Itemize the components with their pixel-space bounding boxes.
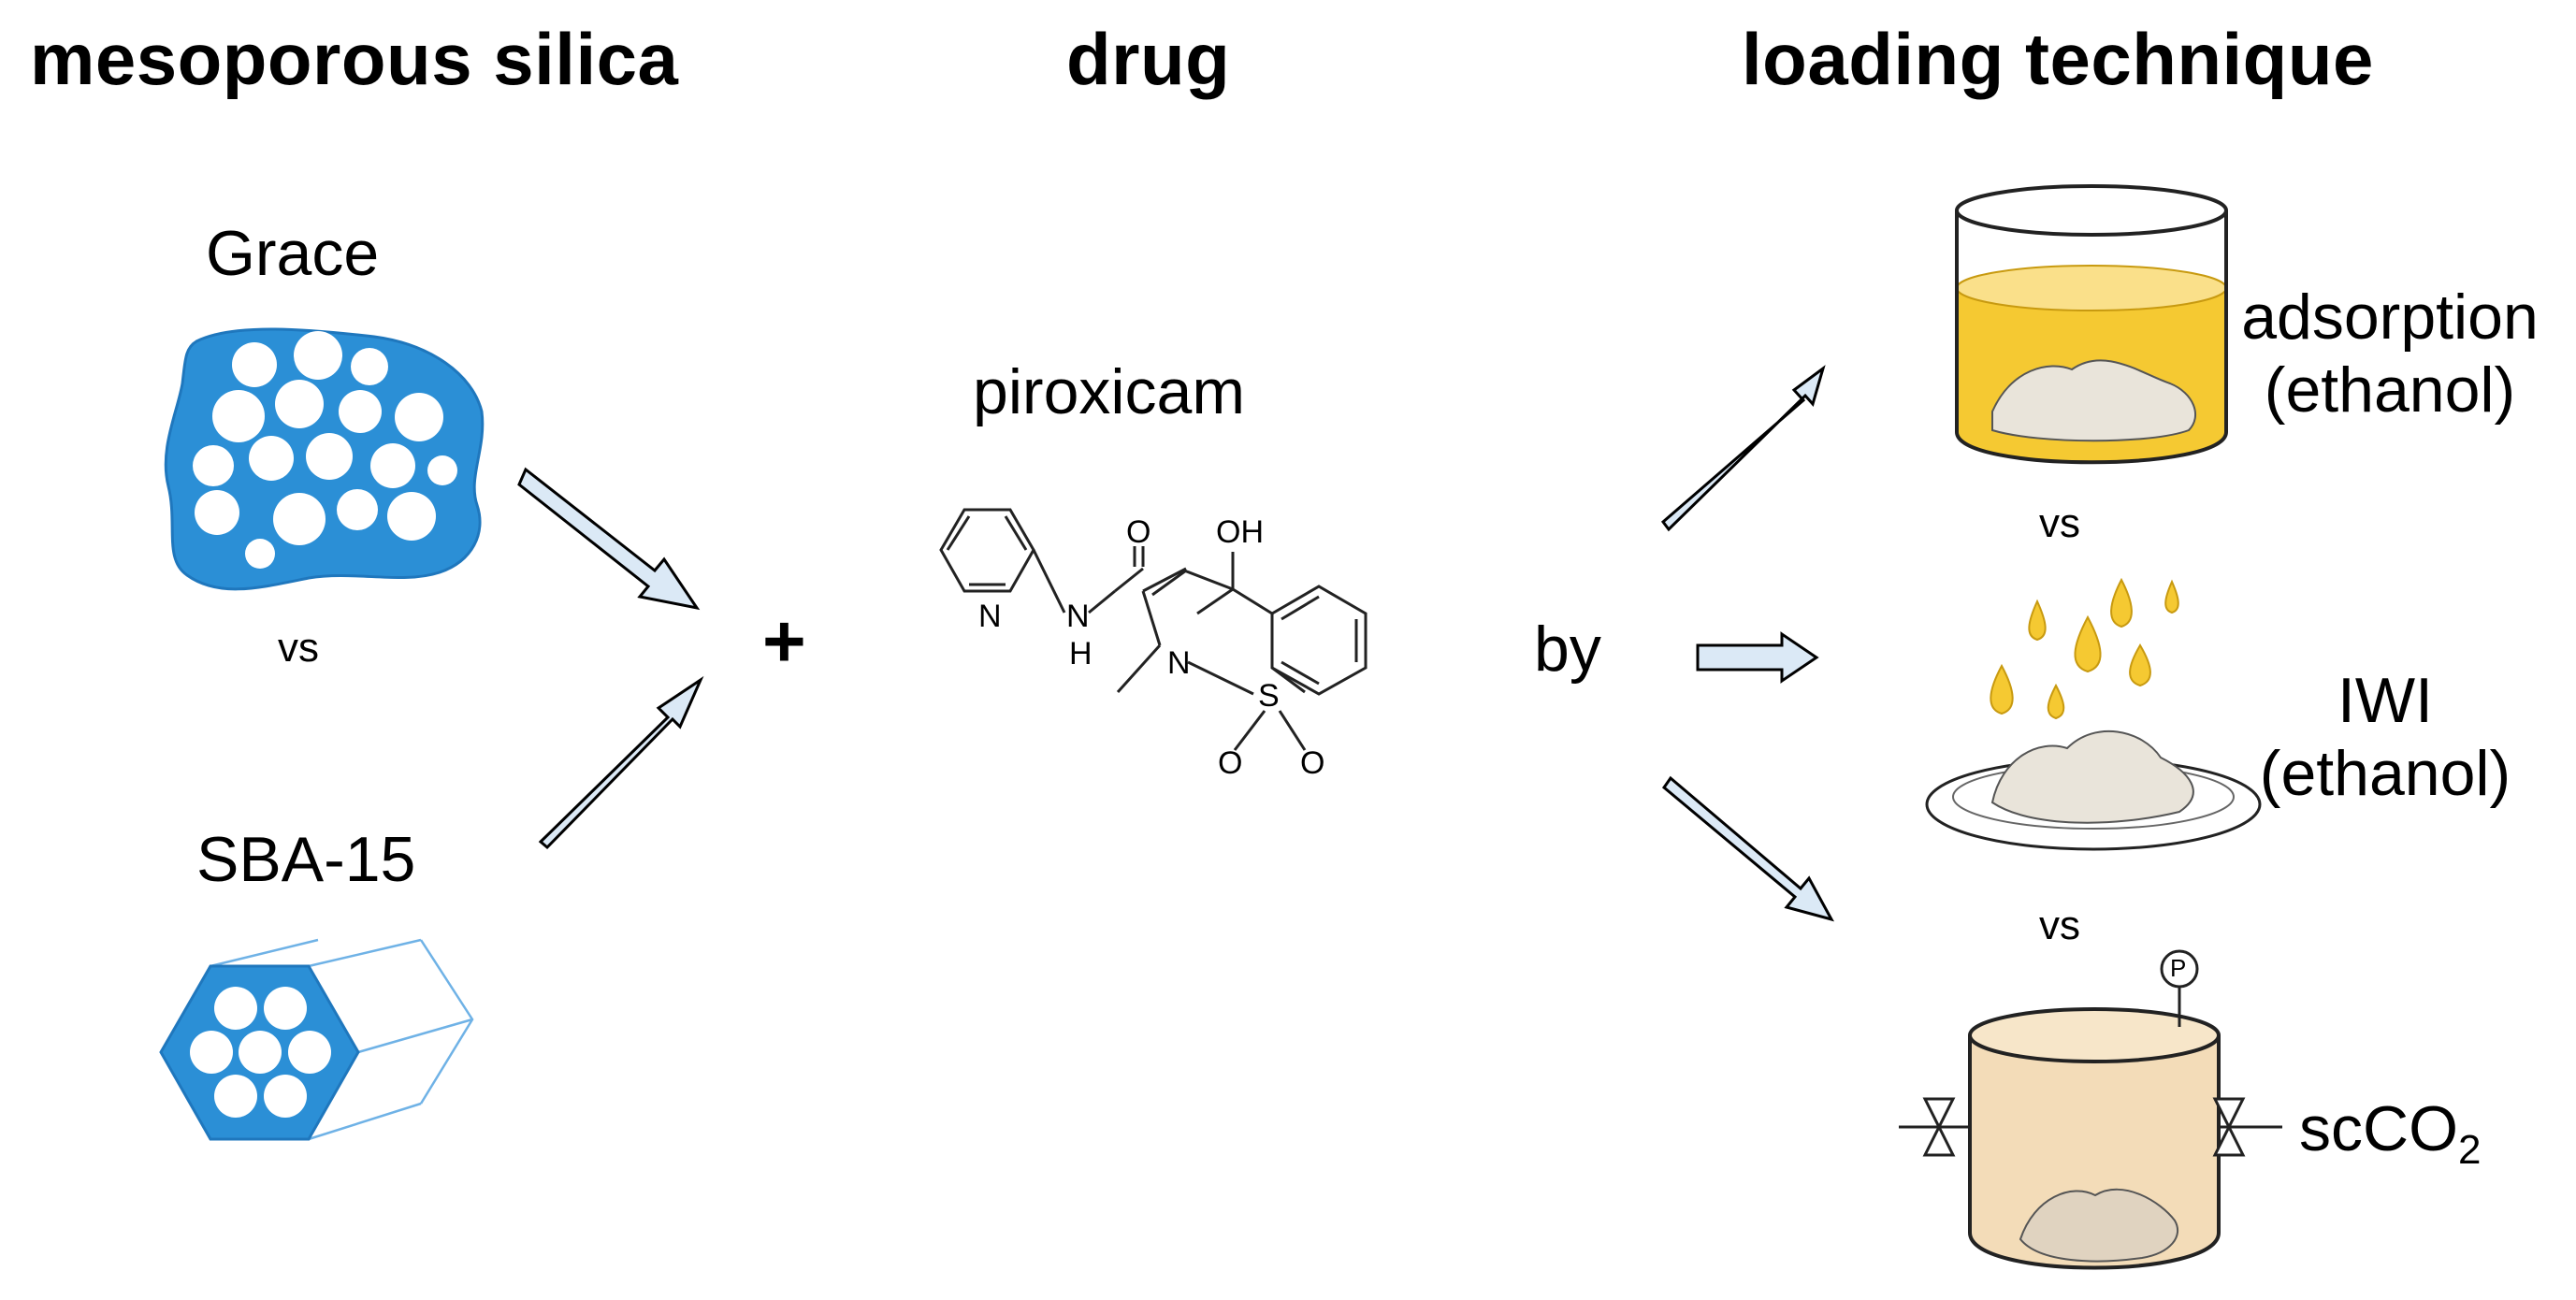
plus-sign: + — [762, 599, 806, 683]
scco2-powder — [2019, 1188, 2179, 1263]
grace-silica-particle — [164, 327, 485, 591]
adsorption-label-line1: adsorption — [2241, 282, 2539, 353]
gauge-p-label: P — [2170, 954, 2187, 982]
iwi-dish — [1925, 577, 2262, 851]
adsorption-beaker — [1955, 184, 2228, 465]
sba15-hexagonal-prism — [159, 938, 474, 1141]
header-loading-technique: loading technique — [1742, 18, 2374, 100]
arrow-grace-to-plus — [517, 467, 701, 611]
technique-vs-label-2: vs — [2039, 903, 2080, 948]
right-valve-icon — [2212, 1097, 2246, 1131]
atom-sulfur: S — [1258, 678, 1280, 714]
header-drug: drug — [1066, 18, 1231, 100]
ethanol-surface — [1956, 265, 2227, 311]
atom-pyridine-n: N — [978, 599, 1002, 634]
left-valve-icon — [1922, 1097, 1956, 1131]
arrow-by-to-adsorption — [1660, 365, 1826, 532]
iwi-label: IWI (ethanol) — [2207, 664, 2563, 810]
pressure-gauge-icon — [2160, 949, 2199, 989]
atom-sulfonyl-o2: O — [1300, 745, 1325, 781]
scco2-label-subscript: 2 — [2458, 1127, 2482, 1173]
drug-name-label: piroxicam — [973, 356, 1245, 427]
iwi-label-line1: IWI — [2337, 665, 2433, 736]
sba15-pores — [190, 987, 331, 1118]
grace-label: Grace — [206, 218, 380, 289]
ethanol-droplets — [1990, 577, 2179, 720]
scco2-label-main: scCO — [2299, 1093, 2458, 1164]
atom-thiazine-n: N — [1167, 645, 1191, 681]
arrow-by-to-scco2 — [1661, 775, 1834, 922]
atom-amide-h: H — [1069, 636, 1093, 672]
adsorption-label-line2: (ethanol) — [2264, 354, 2516, 426]
adsorption-powder — [1991, 359, 2197, 442]
atom-sulfonyl-o1: O — [1218, 745, 1243, 781]
sba15-label: SBA-15 — [196, 824, 416, 895]
grace-pores — [193, 331, 457, 569]
silica-vs-label: vs — [278, 625, 319, 671]
piroxicam-structure — [939, 508, 1368, 751]
arrow-by-to-iwi — [1696, 631, 1819, 684]
adsorption-label: adsorption (ethanol) — [2203, 281, 2576, 426]
atom-amide-n: N — [1066, 599, 1090, 634]
atom-oh: OH — [1216, 514, 1264, 550]
technique-vs-label-1: vs — [2039, 500, 2080, 546]
iwi-label-line2: (ethanol) — [2259, 738, 2511, 809]
by-label: by — [1534, 614, 1601, 685]
atom-carbonyl-o: O — [1126, 514, 1151, 550]
arrow-sba15-to-plus — [538, 675, 704, 850]
scco2-vessel — [1899, 949, 2282, 1270]
header-mesoporous-silica: mesoporous silica — [30, 18, 679, 100]
scco2-label: scCO2 — [2299, 1092, 2481, 1174]
iwi-powder — [1990, 729, 2194, 824]
